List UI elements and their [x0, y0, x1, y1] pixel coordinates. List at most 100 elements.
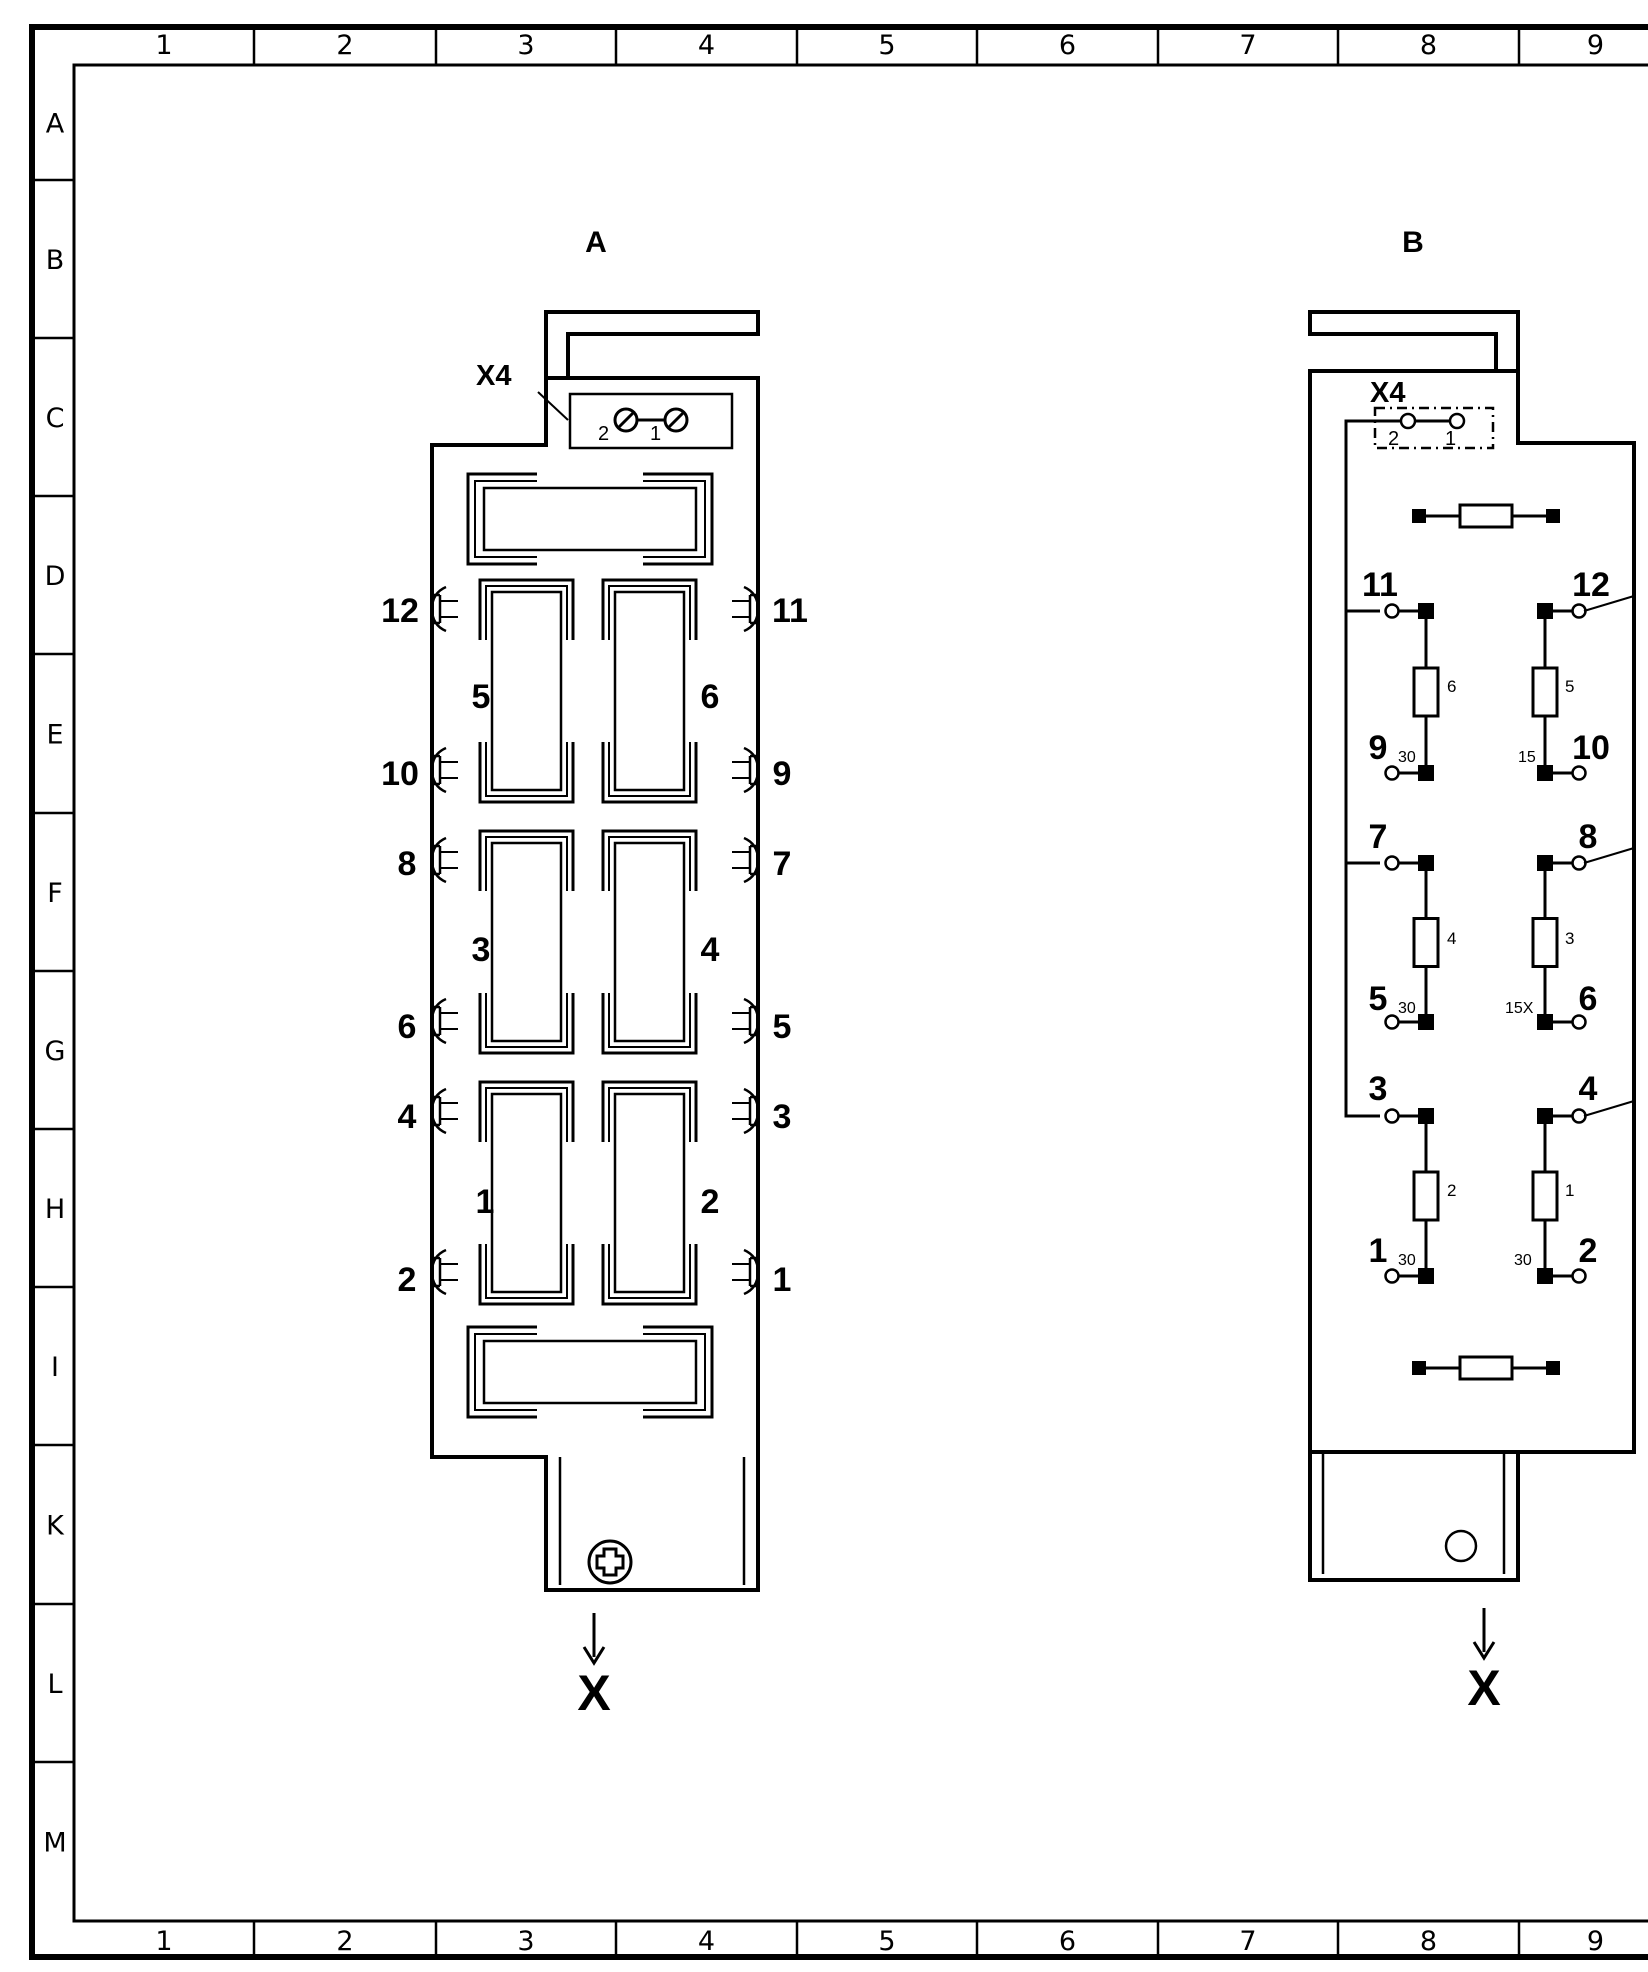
grid-row-label: D [45, 561, 66, 592]
view-b-connector-label: X4 [1370, 377, 1405, 409]
slot-bracket [485, 1244, 568, 1299]
terminal-clip-icon [430, 1095, 440, 1127]
grid-column-label: 4 [698, 30, 715, 61]
view-b-terminal-number: 12 [1572, 566, 1610, 604]
grid-row-label: A [46, 109, 65, 140]
grid-row-label: C [46, 403, 65, 434]
slot-bracket [478, 742, 575, 804]
grid-row-label: E [46, 720, 63, 751]
terminal-clip-icon [750, 754, 760, 786]
grid-column-label: 4 [698, 1926, 715, 1957]
view-b-fuse-box-rear: B X4 2 1 11 12 9 10 7 8 5 6 [1308, 226, 1636, 1716]
fuse-symbol [1531, 666, 1559, 718]
terminal-clip-icon [732, 1102, 750, 1120]
open-terminal [1384, 855, 1400, 871]
slot-bracket [485, 1087, 568, 1142]
view-a-terminal-number: 10 [381, 755, 419, 793]
view-a-terminal-number: 8 [398, 845, 417, 883]
inner-frame [72, 63, 1648, 1923]
fuse-terminal [1412, 509, 1426, 523]
terminal-clip-icon [430, 844, 440, 876]
grid-column-label: 7 [1239, 1926, 1256, 1957]
grid-column-label: 9 [1587, 1926, 1604, 1957]
view-a-terminal-number: 7 [773, 845, 792, 883]
view-b-x4-pin-1: 1 [1445, 428, 1456, 450]
slot-bracket [478, 578, 575, 640]
slot-bracket [466, 472, 537, 566]
view-a-connector-label: X4 [476, 360, 511, 392]
grid-column-label: 9 [1587, 30, 1604, 61]
open-terminal [1571, 1108, 1587, 1124]
slot-bracket [601, 1080, 698, 1142]
fuse-slot [490, 1092, 563, 1294]
terminal-clip-icon [732, 761, 750, 779]
view-a-terminal-number: 1 [773, 1261, 792, 1299]
view-b-supply-label: 15X [1505, 1000, 1534, 1017]
terminal-clip-icon [750, 593, 760, 625]
view-a-fuse-number: 3 [472, 931, 491, 969]
grid-column-label: 1 [155, 1926, 172, 1957]
fuse-slot [490, 841, 563, 1043]
view-b-mounting-hole-icon [1444, 1529, 1478, 1563]
grid-column-label: 8 [1420, 30, 1437, 61]
fuse-terminal [1546, 509, 1560, 523]
view-b-supply-label: 30 [1398, 1000, 1416, 1017]
view-a-terminal-number: 5 [773, 1008, 792, 1046]
view-b-supply-label: 15 [1518, 749, 1536, 766]
terminal-clip-icon [732, 600, 750, 618]
terminal-clip-icon [430, 1005, 440, 1037]
open-terminal [1571, 1268, 1587, 1284]
slot-bracket [601, 578, 698, 640]
slot-bracket [608, 993, 691, 1048]
slot-bracket [601, 829, 698, 891]
view-b-terminal-number: 2 [1579, 1232, 1598, 1270]
grid-row-label: F [47, 878, 63, 909]
grid-column-label: 7 [1239, 30, 1256, 61]
view-a-housing [430, 376, 760, 1592]
fuse-slot [613, 841, 686, 1043]
terminal-clip-icon [750, 844, 760, 876]
grid-column-label: 1 [155, 30, 172, 61]
open-terminal [1571, 603, 1587, 619]
fuse-slot [613, 1092, 686, 1294]
open-terminal [1384, 1014, 1400, 1030]
slot-bracket [643, 1325, 714, 1419]
grid-column-label: 8 [1420, 1926, 1437, 1957]
grid-column-label: 5 [878, 30, 895, 61]
view-b-terminal-number: 9 [1369, 729, 1388, 767]
slot-bracket [478, 993, 575, 1055]
slot-bracket [643, 472, 714, 566]
view-b-fuse-number: 2 [1447, 1181, 1456, 1200]
slot-bracket [485, 993, 568, 1048]
fuse-slot [490, 590, 563, 792]
fuse-symbol [1531, 917, 1559, 968]
grid-column-label: 6 [1059, 30, 1076, 61]
terminal-clip-icon [732, 1012, 750, 1030]
spare-slot [482, 486, 698, 552]
grid-row-label: H [45, 1194, 65, 1225]
terminal-clip-icon [732, 1263, 750, 1281]
terminal-clip-icon [440, 1012, 458, 1030]
slot-bracket [608, 836, 691, 891]
view-a-fuse-number: 5 [472, 678, 491, 716]
slot-bracket [601, 1244, 698, 1306]
slot-bracket [466, 1325, 537, 1419]
outer-frame [29, 24, 1648, 1960]
view-b-supply-label: 30 [1398, 1252, 1416, 1269]
grid-row-label: L [47, 1669, 62, 1700]
fuse-slot [613, 590, 686, 792]
fuse-symbol [1412, 666, 1440, 718]
grid-column-label: 2 [336, 1926, 353, 1957]
view-a-x4-pin-2: 2 [598, 423, 609, 445]
view-a-terminal-number: 11 [772, 592, 808, 630]
fuse-terminal [1412, 1361, 1426, 1375]
slot-bracket [485, 742, 568, 797]
view-a-fuse-box-front: A X4 2 1 5 6 3 4 [381, 226, 808, 1721]
spare-slot [482, 1339, 698, 1405]
fuse-symbol [1458, 1355, 1514, 1381]
view-b-direction-arrow-icon [1472, 1608, 1496, 1661]
terminal-clip-icon [430, 593, 440, 625]
grid-column-label: 3 [517, 1926, 534, 1957]
view-a-direction-arrow-icon [582, 1613, 606, 1666]
